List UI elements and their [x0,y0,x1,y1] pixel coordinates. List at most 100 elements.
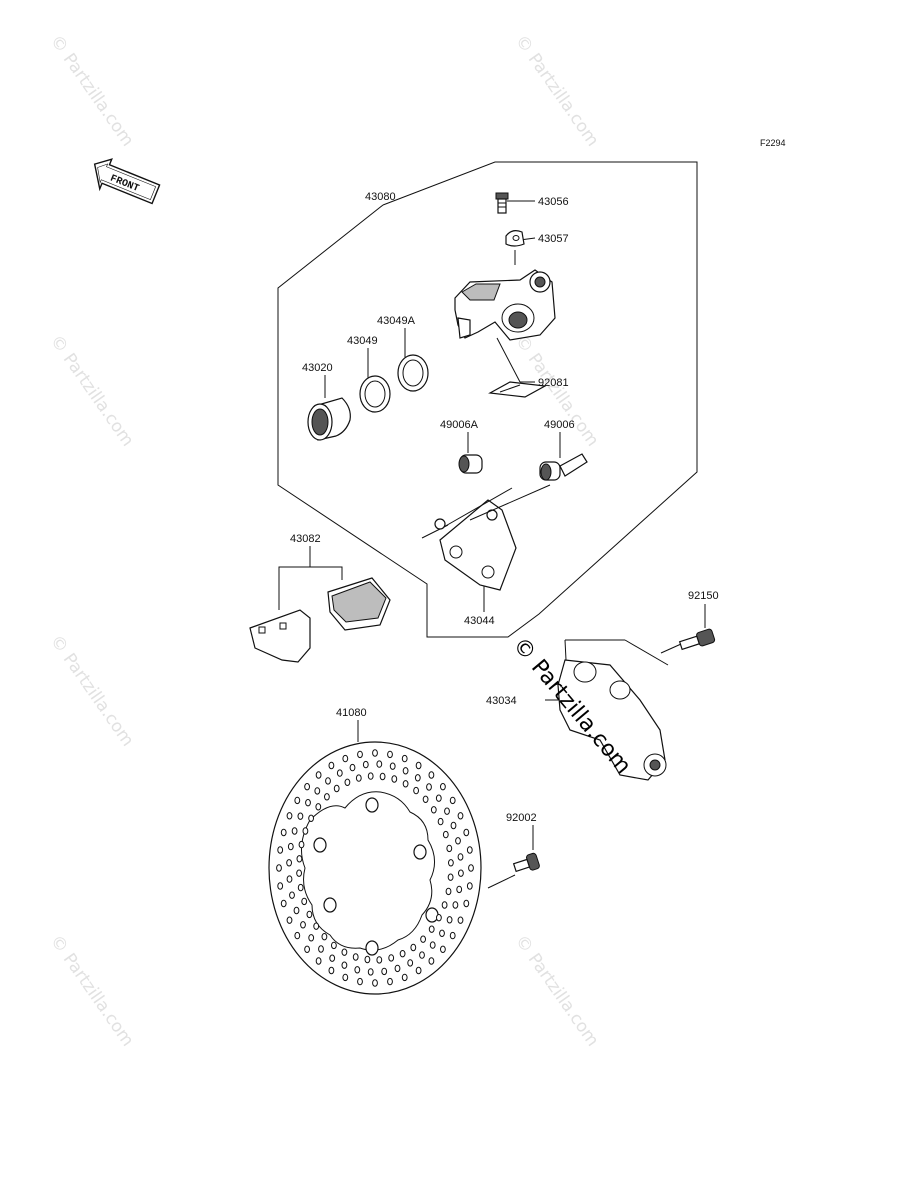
disc-vent-hole [449,931,456,940]
disc-vent-hole [297,883,304,892]
disc-vent-hole [367,772,374,780]
disc-vent-hole [435,794,442,802]
disc-vent-hole [394,964,401,973]
disc-vent-hole [280,828,287,837]
disc-vent-hole [447,873,454,881]
disc-vent-hole [446,916,453,924]
disc-vent-hole [415,966,422,975]
watermark: © Partzilla.com [46,331,138,450]
disc-vent-hole [354,966,361,974]
disc-vent-hole [463,899,470,908]
disc-vent-hole [402,767,409,775]
disc-vent-hole [413,786,420,795]
part-label-43020: 43020 [302,362,333,374]
disc-vent-hole [428,925,435,933]
disc-vent-hole [291,827,298,835]
disc-vent-hole [440,945,446,953]
disc-vent-hole [342,973,349,982]
part-label-43034: 43034 [486,695,517,707]
part-labels: 43080 43056 43057 43049A 43049 43020 920… [290,191,719,824]
disc-vent-hole [318,945,324,953]
disc-vent-hole [367,968,374,976]
pad-spring-92081 [488,381,547,398]
disc-vent-hole [328,761,335,770]
disc-vent-hole [289,891,295,899]
part-label-49006: 49006 [544,419,575,431]
part-label-92002: 92002 [506,812,537,824]
disc-vent-hole [314,787,321,795]
caliper-body [454,269,556,341]
disc-vent-hole [277,882,284,890]
assembly-outline [277,161,698,638]
disc-vent-hole [376,956,383,964]
disc-vent-hole [286,812,293,820]
disc-vent-hole [342,754,349,763]
disc-vent-hole [308,814,315,822]
disc-vent-hole [466,846,473,854]
disc-bolt-92002 [512,852,540,873]
disc-vent-hole [301,897,308,906]
disc-vent-hole [387,750,393,759]
disc-vent-hole [426,783,432,791]
caliper-bracket-43034 [557,659,667,781]
disc-vent-hole [402,780,409,788]
disc-vent-hole [401,973,408,982]
disc-vent-hole [304,945,311,953]
disc-vent-hole [419,951,425,959]
disc-vent-hole [442,830,449,839]
disc-vent-hole [376,760,383,768]
part-label-43080: 43080 [365,191,396,203]
disc-vent-hole [452,901,459,909]
disc-vent-hole [294,796,301,805]
disc-vent-hole [304,783,311,791]
disc-vent-hole [315,771,322,779]
part-label-92150: 92150 [688,590,719,602]
disc-vent-hole [399,950,406,958]
leader-lines [278,200,706,889]
disc-vent-hole [287,842,294,851]
disc-vent-hole [352,953,359,961]
disc-vent-hole [297,812,304,820]
part-label-43049: 43049 [347,335,378,347]
disc-vent-hole [329,954,336,962]
figure-code: F2294 [760,138,786,148]
watermark: © Partzilla.com [46,631,138,750]
disc-vent-hole [296,869,303,877]
disc-vent-hole [315,957,322,965]
cap-43057 [505,230,525,247]
seal-43049 [359,375,391,413]
front-arrow-icon: FRONT [93,158,161,205]
disc-vent-hole [276,864,282,872]
disc-vent-hole [372,979,378,987]
disc-vent-hole [422,795,429,803]
disc-vent-hole [430,806,437,814]
part-label-43056: 43056 [538,196,569,208]
disc-vent-hole [296,855,303,863]
disc-vent-hole [313,922,320,930]
part-label-92081: 92081 [538,377,569,389]
disc-vent-hole [315,803,322,811]
disc-vent-hole [388,954,395,962]
part-label-49006A: 49006A [440,419,479,431]
disc-vent-hole [450,821,457,830]
disc-vent-hole [372,749,378,757]
part-label-43082: 43082 [290,533,321,545]
disc-vent-hole [357,750,363,759]
watermark: © Partzilla.com [511,31,603,150]
disc-vent-hole [441,901,448,909]
bolt-92150 [678,628,716,651]
disc-vent-hole [410,943,417,952]
watermark: © Partzilla.com [46,931,138,1050]
disc-vent-hole [436,914,442,922]
disc-vent-hole [415,761,422,770]
disc-vent-hole [277,846,284,854]
disc-vent-hole [458,869,464,877]
disc-vent-hole [428,771,435,779]
disc-vent-hole [328,966,335,975]
boot-49006A [458,454,483,474]
part-label-43044: 43044 [464,615,495,627]
disc-vent-hole [305,799,311,807]
disc-vent-hole [446,844,453,853]
part-label-43057: 43057 [538,233,569,245]
